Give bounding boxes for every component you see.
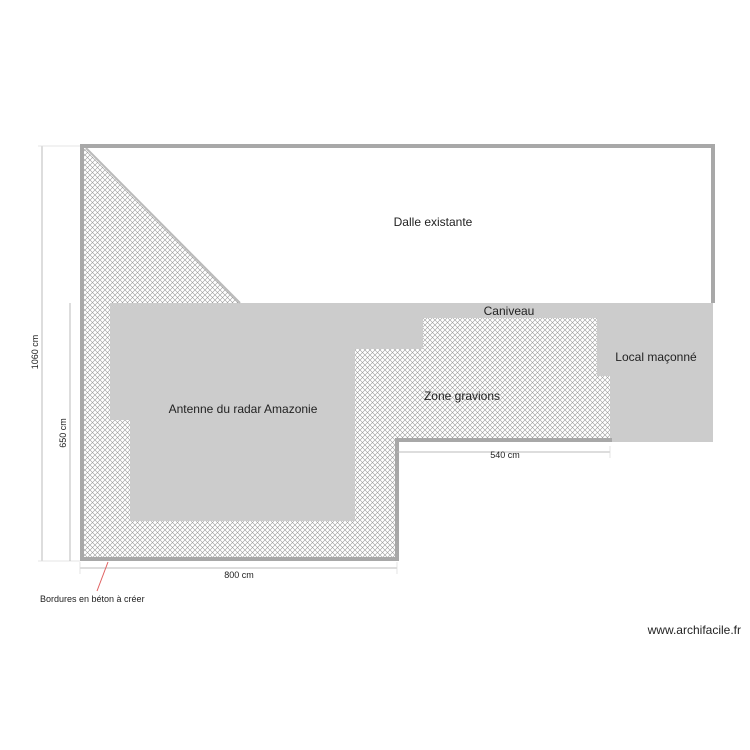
existing-slab-area	[86, 148, 710, 303]
label-caniveau: Caniveau	[484, 304, 535, 318]
dimension-label-bottom-width: 800 cm	[224, 570, 254, 580]
label-local-maconne: Local maçonné	[615, 350, 697, 364]
dimension-label-step-width: 540 cm	[490, 450, 520, 460]
credit-watermark: www.archifacile.fr	[647, 623, 741, 637]
hatched-left-zone	[84, 148, 610, 559]
dimension-label-total-height: 1060 cm	[30, 335, 40, 370]
label-dalle-existante: Dalle existante	[394, 215, 473, 229]
dimension-label-left-height: 650 cm	[58, 418, 68, 448]
label-zone-gravions: Zone gravions	[424, 389, 500, 403]
antenna-block	[110, 303, 355, 521]
label-antenne-radar: Antenne du radar Amazonie	[169, 402, 318, 416]
annotation-leader-line	[96, 561, 109, 592]
outer-wall	[80, 144, 715, 561]
local-maconne-block	[597, 303, 713, 442]
slab-diagonal-edge	[85, 147, 241, 304]
annotation-bordures: Bordures en béton à créer	[40, 594, 145, 604]
